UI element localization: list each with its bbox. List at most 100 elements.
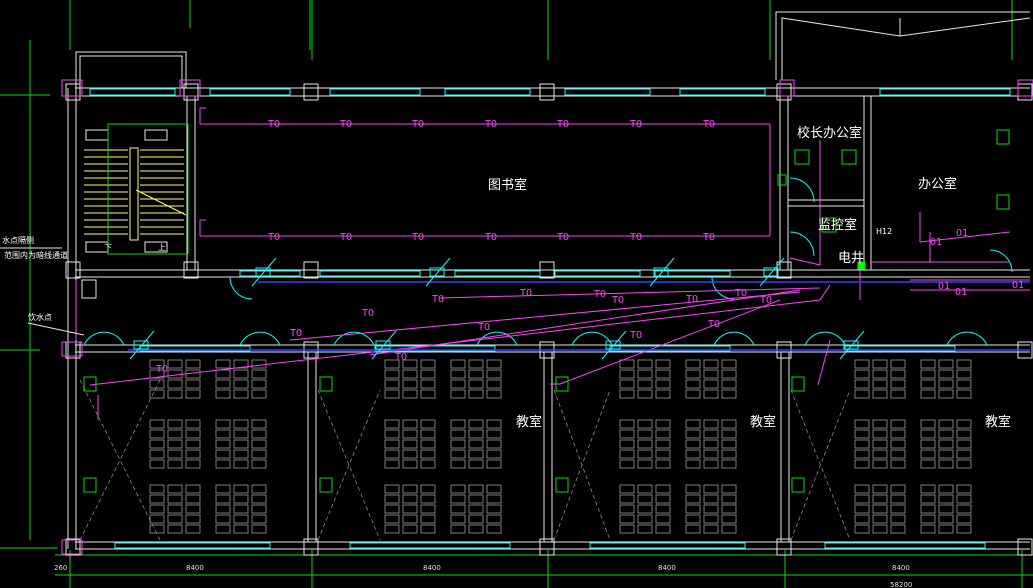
desk: [854, 419, 870, 429]
window: [879, 88, 1011, 96]
desk: [619, 514, 635, 524]
desk: [486, 494, 502, 504]
desk: [468, 449, 484, 459]
desk: [215, 494, 231, 504]
desk: [920, 449, 936, 459]
desk: [703, 429, 719, 439]
desk: [872, 429, 888, 439]
column: [539, 83, 555, 101]
desk: [685, 369, 701, 379]
desk: [890, 494, 906, 504]
desk: [185, 429, 201, 439]
outlet-label: TO: [735, 288, 747, 299]
drinking-leader: [27, 322, 85, 336]
outlet-label: TO: [268, 119, 280, 130]
door-arc: [989, 249, 1013, 273]
desk: [703, 379, 719, 389]
device: [429, 267, 445, 277]
desk: [149, 389, 165, 399]
desk: [167, 504, 183, 514]
desk: [619, 484, 635, 494]
desk: [450, 494, 466, 504]
column: [776, 83, 792, 101]
desk: [703, 359, 719, 369]
desk: [854, 389, 870, 399]
desk: [637, 439, 653, 449]
desk: [167, 524, 183, 534]
desk: [450, 504, 466, 514]
desk: [149, 369, 165, 379]
desk: [655, 379, 671, 389]
desk: [956, 389, 972, 399]
outlet-label: TO: [630, 232, 642, 243]
desk: [872, 379, 888, 389]
outlet-label: TO: [703, 119, 715, 130]
desk: [920, 514, 936, 524]
desk: [167, 449, 183, 459]
window: [824, 542, 986, 549]
desk: [215, 449, 231, 459]
trunk-line: [128, 281, 1030, 351]
desk: [420, 429, 436, 439]
desk: [637, 504, 653, 514]
stair-mark-up: 上: [158, 243, 166, 252]
column: [65, 261, 81, 279]
desk: [402, 439, 418, 449]
desk: [637, 524, 653, 534]
desk: [655, 459, 671, 469]
desk: [721, 514, 737, 524]
desk: [637, 459, 653, 469]
desk: [450, 524, 466, 534]
desk: [384, 514, 400, 524]
desk: [655, 369, 671, 379]
desk: [251, 484, 267, 494]
desk: [854, 439, 870, 449]
desk: [721, 379, 737, 389]
door-arc: [239, 331, 281, 346]
desk: [920, 439, 936, 449]
desk: [402, 429, 418, 439]
desk: [384, 369, 400, 379]
column: [539, 538, 555, 556]
desk: [468, 439, 484, 449]
desk: [402, 524, 418, 534]
windows: [89, 88, 1011, 549]
desk: [938, 484, 954, 494]
outlet-label: TO: [630, 330, 642, 341]
outlet-label: TO: [485, 119, 497, 130]
desk: [655, 514, 671, 524]
desk: [637, 369, 653, 379]
desk: [938, 359, 954, 369]
desk: [251, 419, 267, 429]
desk: [920, 504, 936, 514]
desk: [402, 389, 418, 399]
desk: [920, 369, 936, 379]
outlet-label: TO: [594, 289, 606, 300]
desk: [920, 419, 936, 429]
desk: [938, 389, 954, 399]
desk: [920, 389, 936, 399]
desk: [402, 449, 418, 459]
device-tick: [371, 330, 397, 360]
desk: [185, 389, 201, 399]
desk: [167, 459, 183, 469]
desk: [685, 439, 701, 449]
desk: [402, 419, 418, 429]
desk: [872, 419, 888, 429]
desk: [185, 504, 201, 514]
desk: [655, 449, 671, 459]
desk: [384, 459, 400, 469]
desk: [486, 449, 502, 459]
window: [564, 88, 651, 96]
desk: [384, 484, 400, 494]
device: [375, 340, 391, 350]
desk: [938, 449, 954, 459]
desk: [468, 429, 484, 439]
magenta-accents: [61, 79, 1033, 555]
desk: [486, 389, 502, 399]
window: [319, 270, 421, 277]
desk: [402, 494, 418, 504]
desk: [890, 419, 906, 429]
column: [183, 261, 199, 279]
desk: [655, 524, 671, 534]
